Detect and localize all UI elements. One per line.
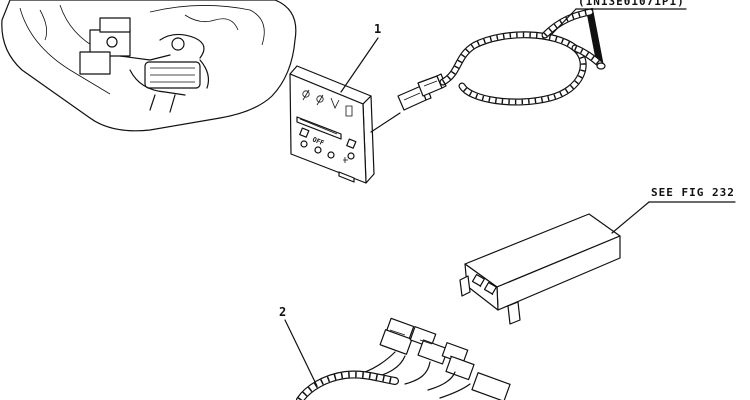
callout-see-fig: SEE FIG 232: [611, 186, 736, 234]
callout-part-2: 2: [279, 305, 318, 387]
panel-button: [327, 151, 335, 159]
callout-label-1: 1: [374, 22, 381, 36]
panel-lead-line: [370, 112, 401, 133]
controller-box: [459, 213, 621, 325]
cab-mechanism: [79, 14, 239, 113]
lower-wiring-harness: [296, 351, 471, 400]
callout-label-2: 2: [279, 305, 286, 319]
machine-body: [1, 0, 297, 132]
panel-gauge-icons: [302, 89, 353, 117]
upper-wiring-harness: [439, 7, 606, 106]
control-panel: OFF: [289, 65, 375, 184]
panel-button: [300, 140, 308, 148]
lower-harness-connectors: [379, 317, 511, 400]
panel-mode-label: OFF: [311, 135, 325, 147]
panel-button: [347, 152, 355, 160]
callout-part-1: 1: [340, 22, 381, 93]
see-fig-label: SEE FIG 232: [651, 186, 735, 199]
panel-button: [314, 146, 322, 154]
upper-harness-connector: [397, 73, 447, 111]
ref-label-top: (1N13E01071P1): [578, 0, 685, 8]
callout-ref-top: (1N13E01071P1): [550, 0, 687, 36]
